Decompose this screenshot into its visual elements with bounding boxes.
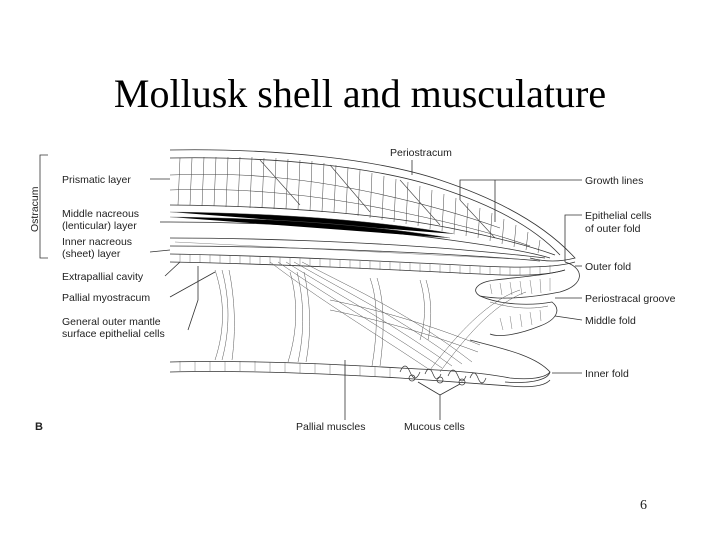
page-number: 6 bbox=[640, 498, 647, 514]
shell-layers bbox=[170, 150, 575, 261]
ostracum-bracket: Ostracum bbox=[29, 155, 48, 258]
outer-fold-label: Outer fold bbox=[585, 261, 631, 273]
inner-fold-label: Inner fold bbox=[585, 368, 629, 380]
outer-mantle-epithelium bbox=[170, 254, 575, 275]
middle-nacreous-label-1: Middle nacreous bbox=[62, 208, 139, 220]
mantle-folds bbox=[470, 262, 579, 383]
general-outer-mantle-label-1: General outer mantle bbox=[62, 316, 161, 328]
extrapallial-cavity-label: Extrapallial cavity bbox=[62, 271, 144, 283]
panel-letter: B bbox=[35, 421, 43, 433]
middle-fold-label: Middle fold bbox=[585, 315, 636, 327]
ostracum-label: Ostracum bbox=[29, 186, 41, 232]
growth-lines-label: Growth lines bbox=[585, 175, 643, 187]
epithelial-cells-label-2: of outer fold bbox=[585, 223, 641, 235]
inner-nacreous-label-1: Inner nacreous bbox=[62, 236, 132, 248]
mucous-cells-label: Mucous cells bbox=[404, 421, 465, 433]
pallial-muscles-label: Pallial muscles bbox=[296, 421, 365, 433]
bottom-labels: Pallial muscles Mucous cells bbox=[296, 360, 465, 433]
periostracum-label: Periostracum bbox=[390, 147, 452, 159]
periostracal-groove-label: Periostracal groove bbox=[585, 293, 676, 305]
inner-nacreous-label-2: (sheet) layer bbox=[62, 248, 121, 260]
epithelial-cells-label-1: Epithelial cells bbox=[585, 210, 652, 222]
pallial-myostracum-label: Pallial myostracum bbox=[62, 292, 150, 304]
pallial-muscles bbox=[215, 262, 526, 372]
prismatic-layer-label: Prismatic layer bbox=[62, 174, 131, 186]
middle-nacreous-label-2: (lenticular) layer bbox=[62, 220, 137, 232]
general-outer-mantle-label-2: surface epithelial cells bbox=[62, 328, 165, 340]
inner-mantle-surface bbox=[170, 361, 550, 387]
